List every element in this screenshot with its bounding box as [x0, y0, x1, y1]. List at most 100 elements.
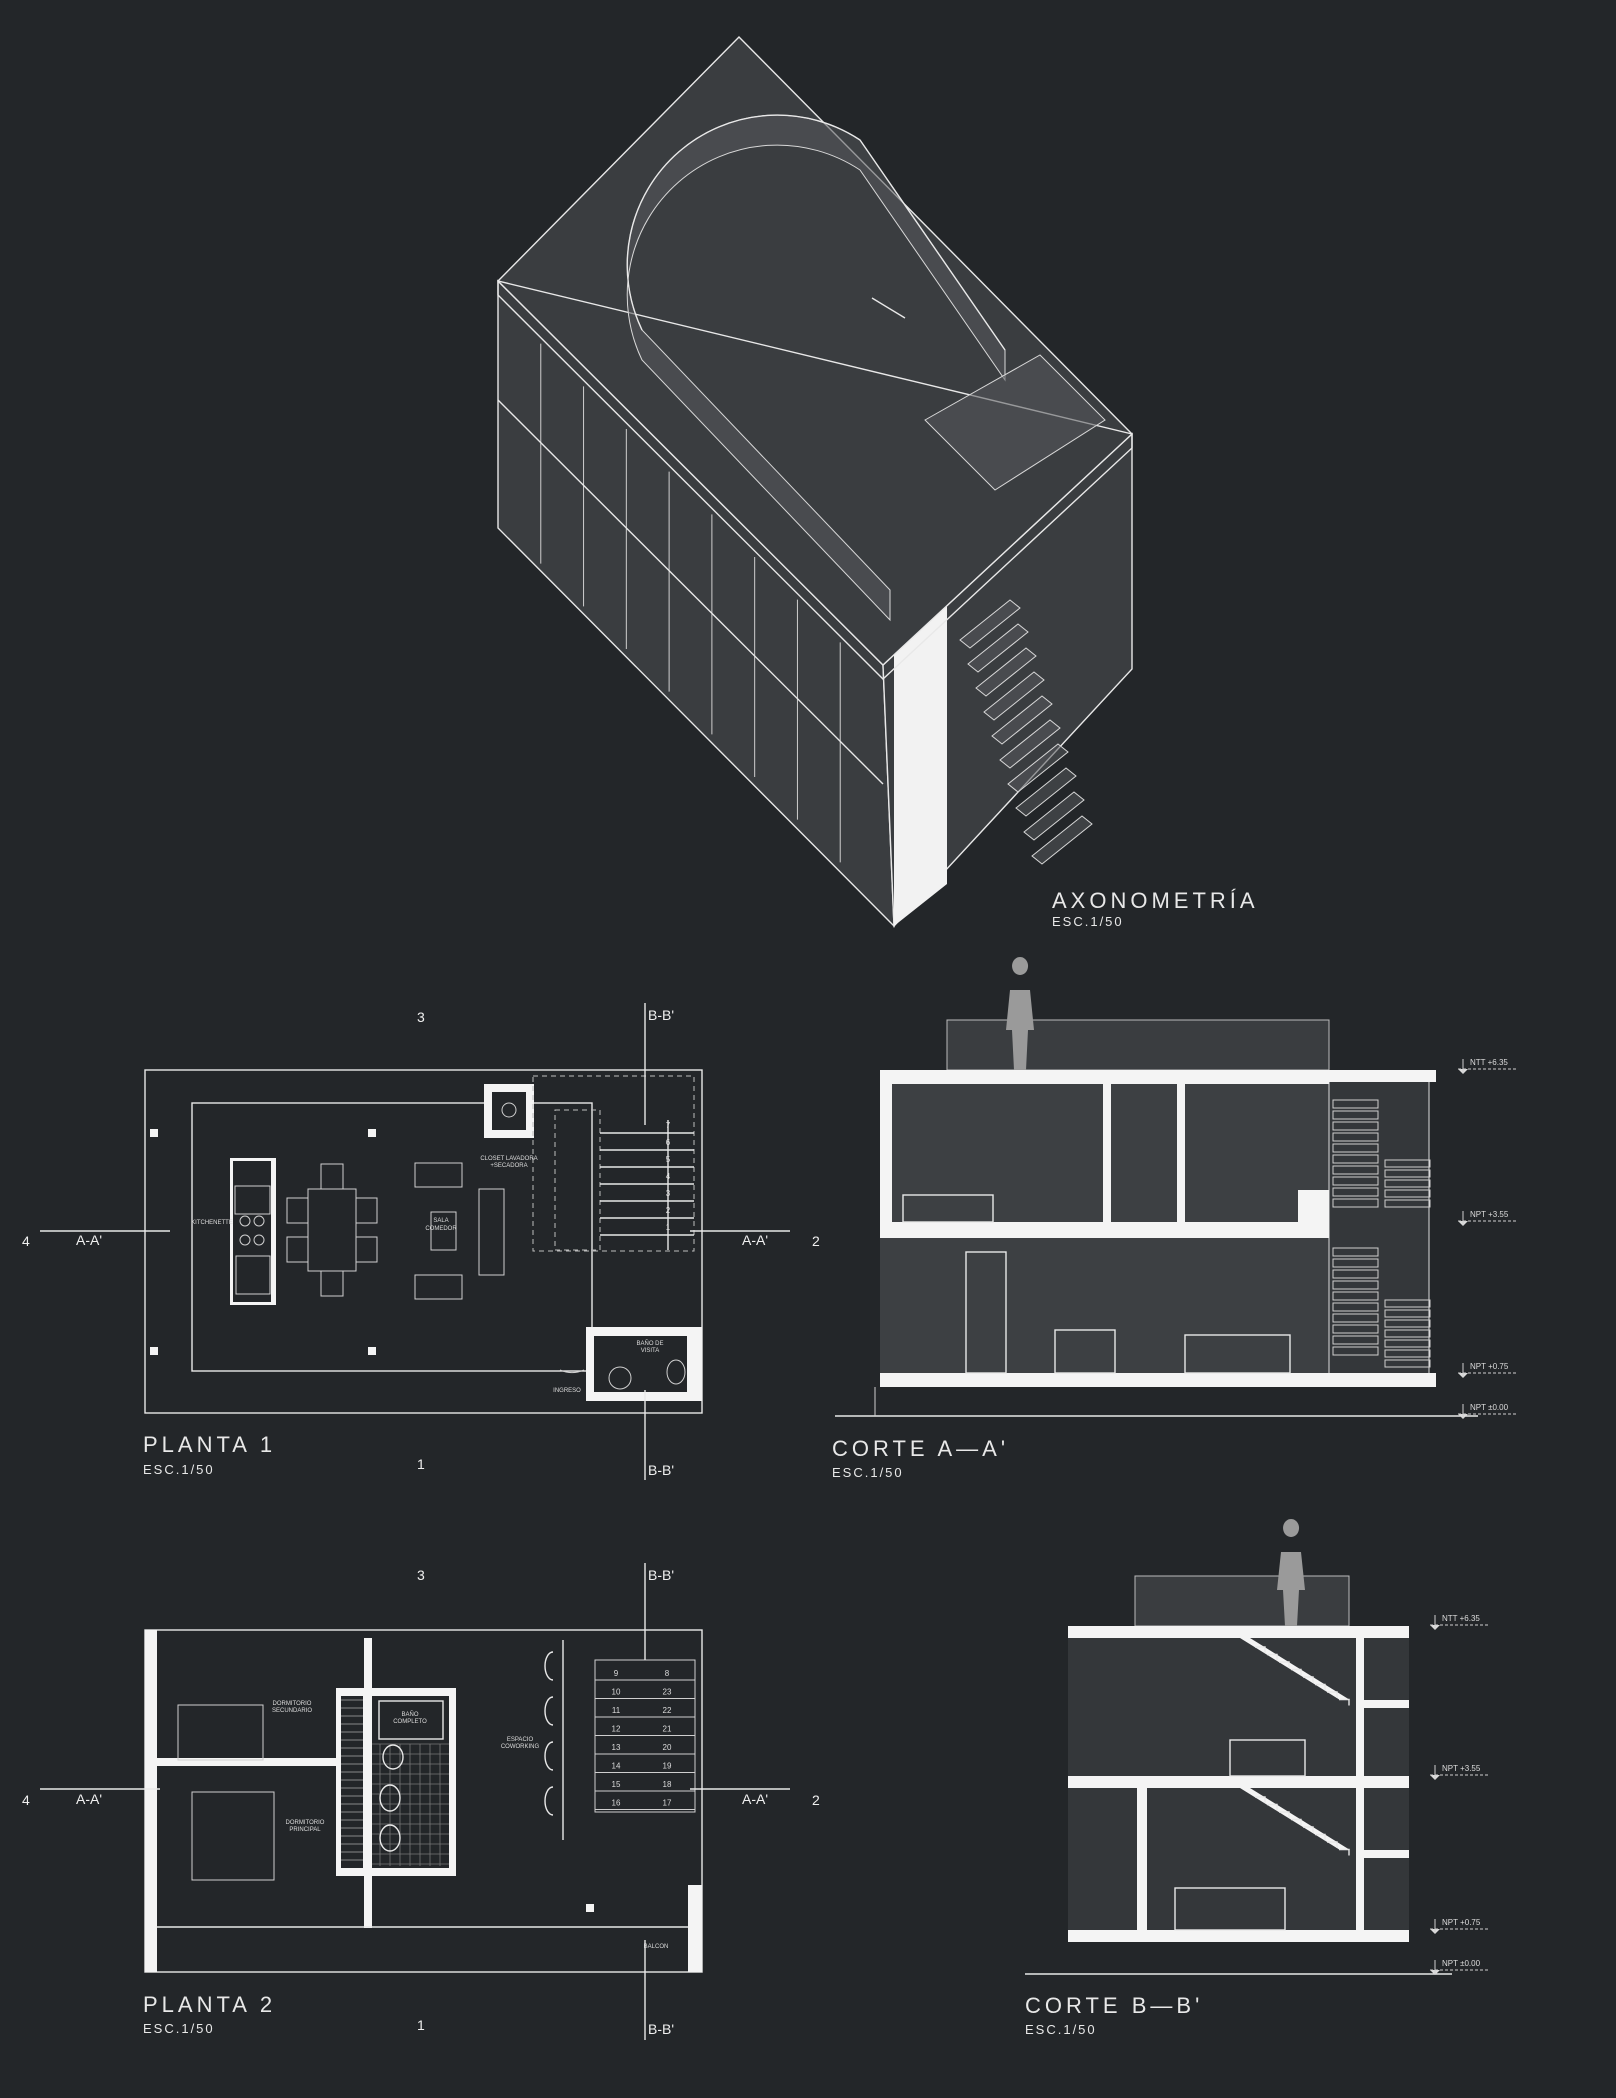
laundry-closet	[484, 1084, 534, 1138]
stair-step	[1384, 1339, 1431, 1348]
bath-wall	[1103, 1084, 1111, 1222]
stair-step	[1332, 1198, 1379, 1208]
stair-step	[1384, 1349, 1431, 1358]
stair-step-number: 11	[612, 1706, 621, 1715]
stair-step	[1384, 1299, 1431, 1308]
stair-step-number: 12	[612, 1725, 621, 1734]
person-silhouette	[1006, 957, 1034, 1070]
marker-1: 1	[417, 2017, 425, 2033]
stair-step	[1255, 1796, 1266, 1803]
stair-step	[1332, 1099, 1379, 1109]
stair-step	[1332, 1291, 1379, 1301]
level-label: NPT +3.55	[1442, 1764, 1481, 1773]
stair-tread	[1015, 767, 1077, 817]
balcony-wall	[688, 1885, 702, 1972]
level-label: NPT +0.75	[1442, 1918, 1481, 1927]
stair-step-number: 15	[612, 1780, 621, 1789]
axo-white-end-wall	[894, 600, 947, 926]
stair-step	[1332, 1247, 1379, 1257]
room-label-master-bedroom-2: PRINCIPAL	[289, 1827, 321, 1833]
stair-step-number: 16	[612, 1799, 621, 1808]
stair-step-number: 23	[663, 1688, 672, 1697]
landing-upper	[1356, 1700, 1409, 1708]
section-label-aa-right: A-A'	[742, 1791, 768, 1807]
level-label: NPT ±0.00	[1470, 1403, 1509, 1412]
stair-step-number: 20	[663, 1743, 672, 1752]
marker-4: 4	[22, 1792, 30, 1808]
column	[368, 1129, 376, 1137]
axo-curved-wall-top	[626, 114, 1006, 351]
stair-step	[1339, 1848, 1350, 1856]
stair-step	[1332, 1258, 1379, 1268]
marker-1: 1	[417, 1456, 425, 1472]
axo-rail	[871, 297, 906, 319]
room-label-guest-bath: BAÑO DE	[636, 1340, 663, 1347]
stair-tread	[967, 623, 1029, 673]
room-label-secondary-bedroom: DORMITORIO	[273, 1701, 312, 1707]
room-label-balcony: BALCON	[644, 1944, 669, 1950]
guest-bathroom	[559, 1327, 702, 1401]
room-label-entry: INGRESO	[553, 1388, 581, 1394]
closet-interior	[341, 1696, 363, 1868]
stair-step-number: 10	[612, 1688, 621, 1697]
section-label-aa-right: A-A'	[742, 1232, 768, 1248]
stair-step	[1332, 1302, 1379, 1312]
room-label-closet: CLOSET LAVADORA	[480, 1156, 537, 1162]
column	[368, 1347, 376, 1355]
section-label-aa-left: A-A'	[76, 1791, 102, 1807]
stair-step	[1315, 1683, 1326, 1691]
bedroom-partition	[157, 1758, 337, 1766]
section-bb-scale: ESC.1/50	[1025, 2022, 1097, 2037]
core-wall	[1356, 1626, 1364, 1942]
mid-slab	[1068, 1776, 1409, 1788]
axo-stair-box	[924, 354, 1106, 491]
landing-lower	[1356, 1850, 1409, 1858]
axo-facade-glazing	[497, 343, 884, 863]
floor-edge	[497, 399, 884, 785]
stair-step	[1332, 1280, 1379, 1290]
bath-wall-2	[1177, 1084, 1185, 1222]
interior-outline	[191, 1102, 593, 1372]
room-label-closet-2: +SECADORA	[490, 1163, 527, 1169]
column	[586, 1904, 594, 1912]
stair-elevation	[1332, 1099, 1431, 1368]
stair-step	[1327, 1841, 1338, 1848]
stair-step	[1315, 1833, 1326, 1841]
level-label: NPT +0.75	[1470, 1362, 1509, 1371]
stair-step	[1267, 1653, 1278, 1661]
section-aa-title: CORTE A—A'	[832, 1436, 1009, 1461]
stair-step-number: 18	[663, 1780, 672, 1789]
stair-step	[1384, 1309, 1431, 1318]
mid-slab	[880, 1222, 1329, 1238]
level-label: NTT +6.35	[1470, 1058, 1508, 1067]
stair-step	[1332, 1176, 1379, 1186]
dining-table	[1174, 1887, 1286, 1931]
roof-parapet	[1134, 1575, 1350, 1627]
stair-step	[1332, 1346, 1379, 1356]
stair-step-number: 9	[614, 1669, 619, 1678]
stair-step	[1332, 1132, 1379, 1142]
plan1-title: PLANTA 1	[143, 1432, 276, 1457]
section-label-bb-top: B-B'	[648, 1007, 674, 1023]
stair-step	[1332, 1143, 1379, 1153]
furniture-desk	[902, 1194, 994, 1223]
marker-3: 3	[417, 1567, 425, 1583]
stair-step	[1332, 1121, 1379, 1131]
stair-step	[1384, 1319, 1431, 1328]
stair-tread	[991, 695, 1053, 745]
axonometric-view: AXONOMETRÍA ESC.1/50	[497, 36, 1255, 929]
stair-step-number: 17	[663, 1799, 672, 1808]
stair-wall	[1298, 1190, 1329, 1238]
stair-step	[1384, 1329, 1431, 1338]
stair-tread	[999, 719, 1061, 769]
stair-step	[1327, 1691, 1338, 1698]
plot-boundary	[144, 1069, 703, 1414]
roof-parapet	[946, 1019, 1330, 1071]
stair-step	[1384, 1169, 1431, 1178]
bath-tiles	[341, 1699, 449, 1866]
